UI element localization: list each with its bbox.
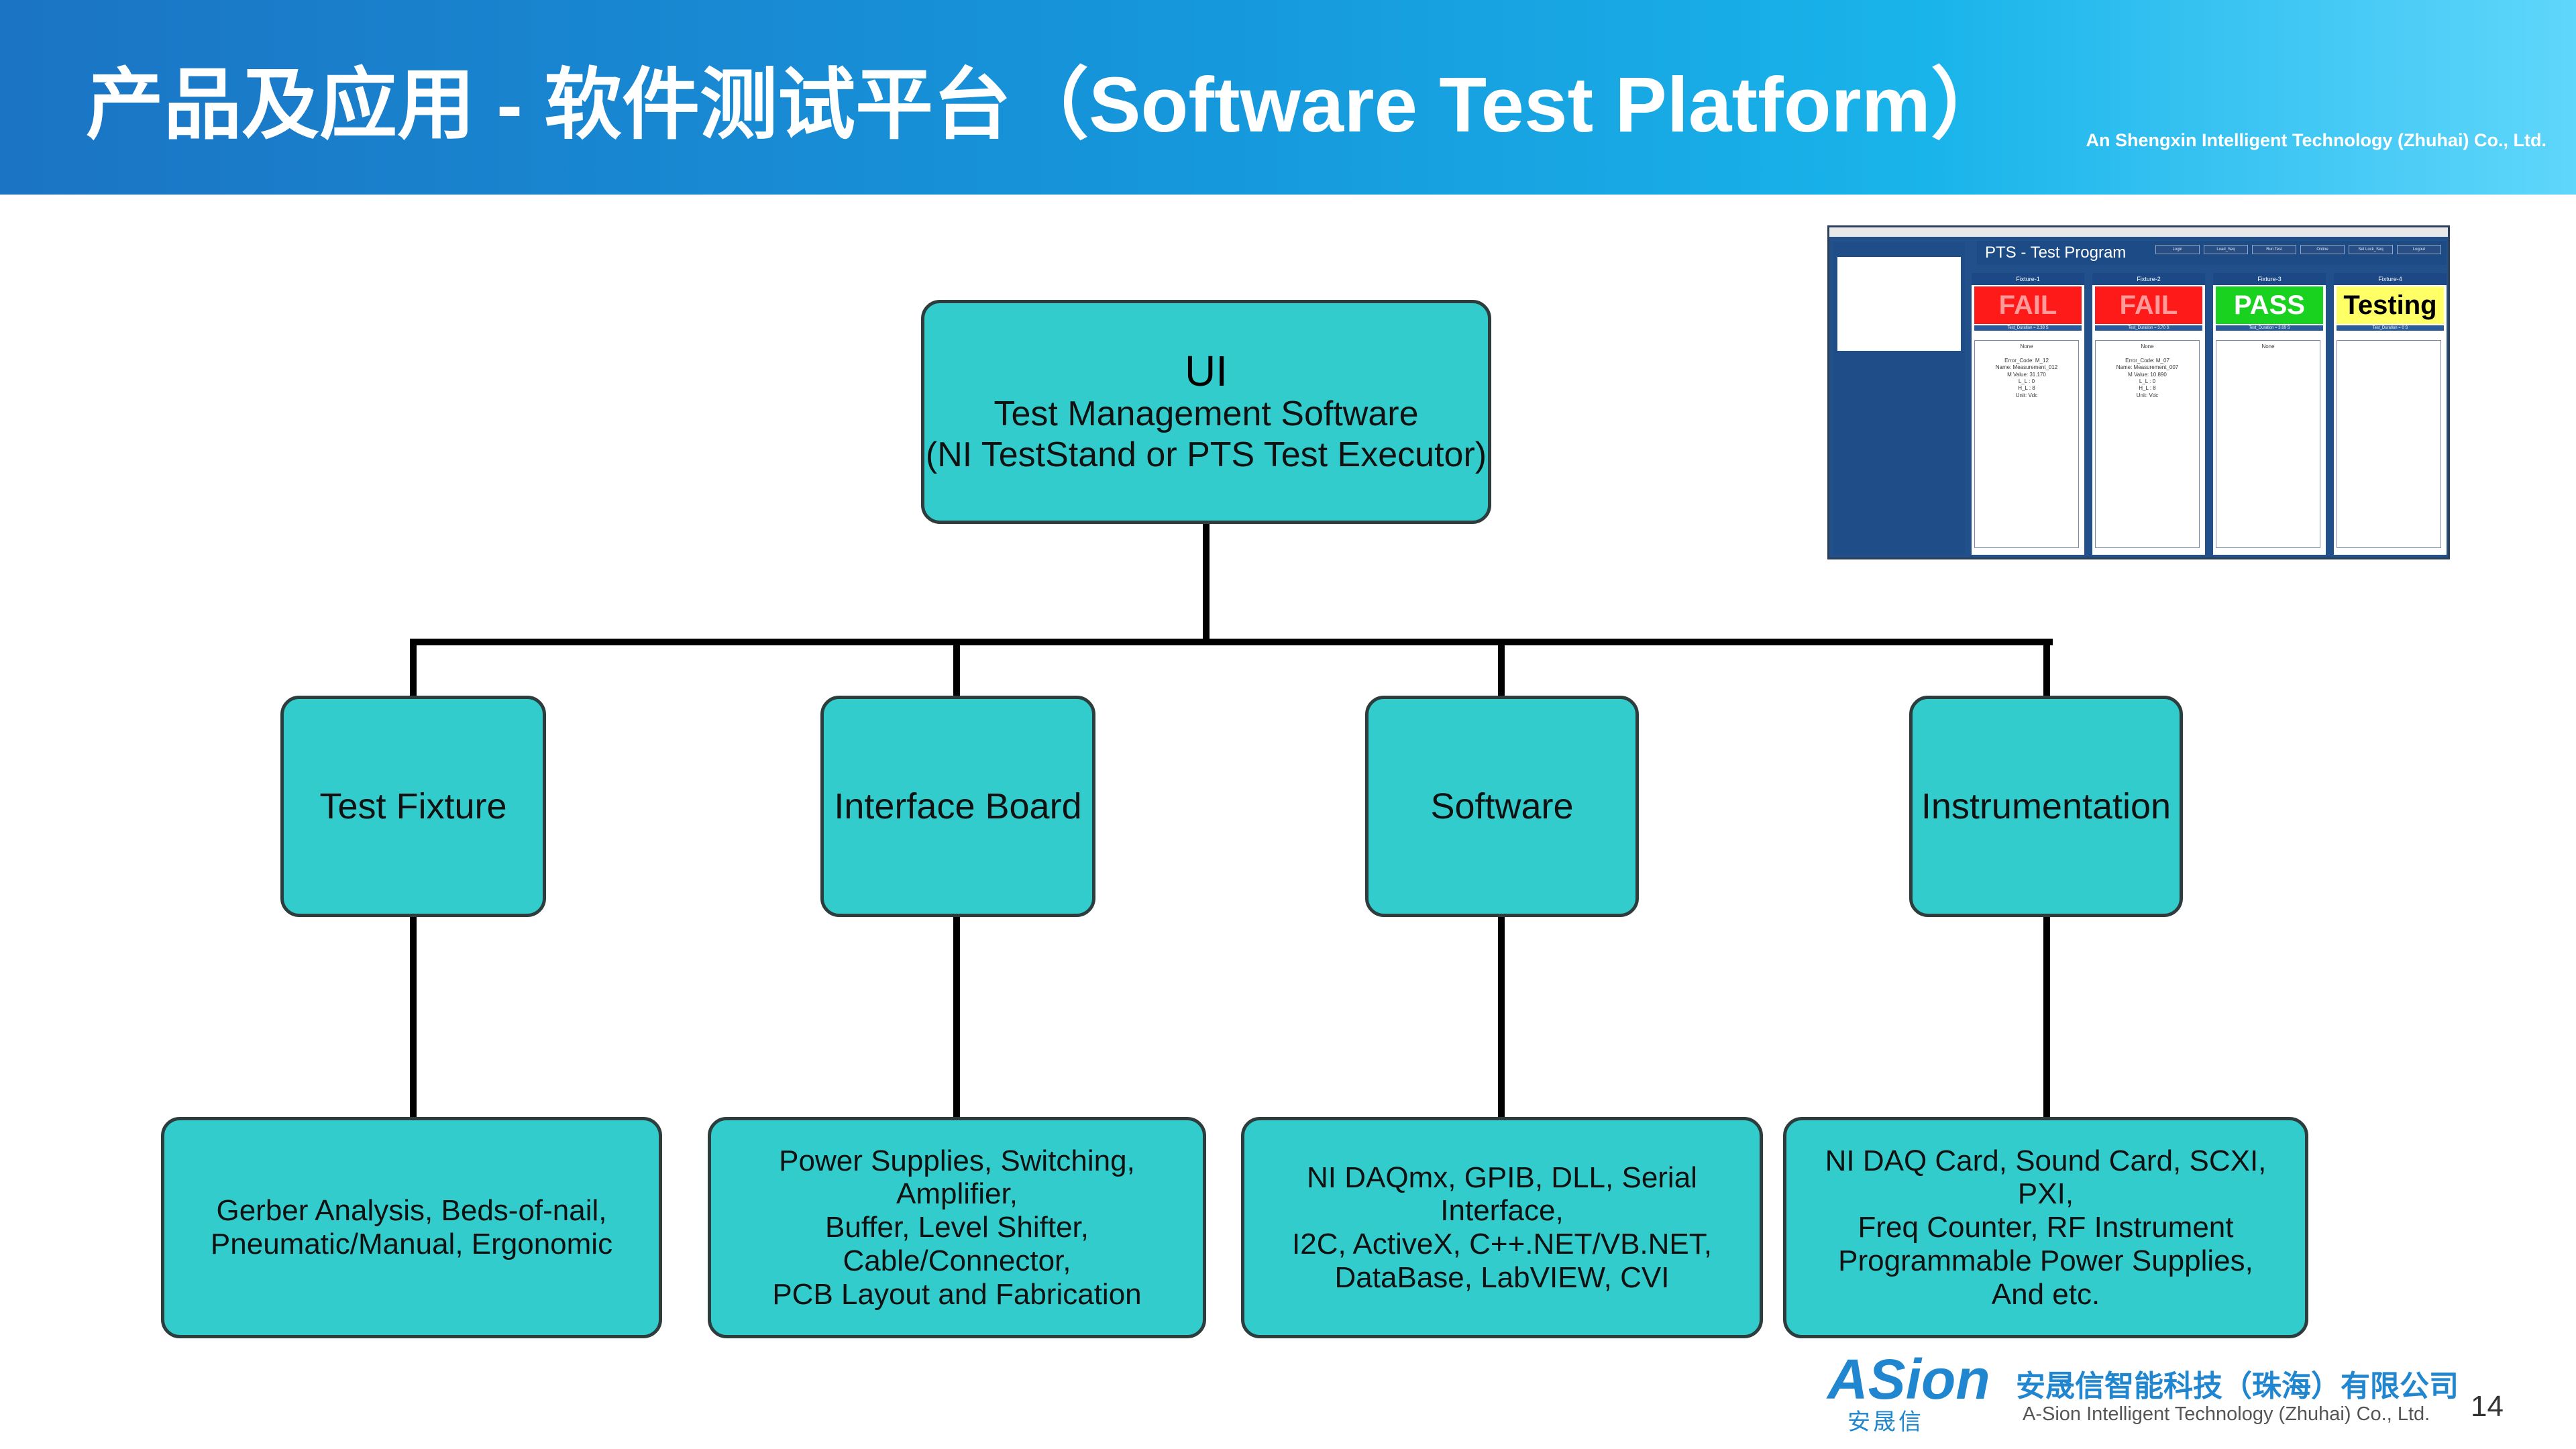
node-interface-board: Interface Board bbox=[820, 696, 1095, 917]
screenshot-titlebar bbox=[1829, 227, 2448, 237]
fixture-4-name: Fixture-4 bbox=[2334, 273, 2447, 285]
leaf-test-fixture: Gerber Analysis, Beds-of-nail, Pneumatic… bbox=[161, 1117, 662, 1338]
fixture-1-log: None Error_Code: M_12 Name: Measurement_… bbox=[1974, 340, 2079, 548]
fixture-4-duration: Test_Duration = 0 S bbox=[2337, 325, 2444, 331]
page-title: 产品及应用 - 软件测试平台（Software Test Platform） bbox=[86, 61, 2008, 148]
fixture-2-status: FAIL bbox=[2095, 286, 2202, 324]
fixture-2-duration: Test_Duration = 3.70 S bbox=[2095, 325, 2202, 331]
fixture-3-duration: Test_Duration = 3.69 S bbox=[2216, 325, 2323, 331]
leaf-text: NI DAQ Card, Sound Card, SCXI, PXI, Freq… bbox=[1825, 1144, 2267, 1311]
screenshot-menu-logout: Logout bbox=[2397, 245, 2441, 254]
leaf-software: NI DAQmx, GPIB, DLL, Serial Interface, I… bbox=[1241, 1117, 1763, 1338]
screenshot-menu-bar: Login Load_Seq Run Test Online Set Lock_… bbox=[2155, 245, 2441, 254]
node-software: Software bbox=[1365, 696, 1639, 917]
fixture-1-name: Fixture-1 bbox=[1972, 273, 2084, 285]
page-number: 14 bbox=[2471, 1390, 2504, 1423]
screenshot-menu-load-seq: Load_Seq bbox=[2204, 245, 2248, 254]
connector-horizontal bbox=[410, 639, 2053, 645]
fixture-3-panel: Fixture-3 PASS Test_Duration = 3.69 S No… bbox=[2213, 273, 2326, 555]
connector-to-interface-board bbox=[953, 639, 960, 699]
leaf-text: Power Supplies, Switching, Amplifier, Bu… bbox=[772, 1144, 1142, 1311]
asion-logo-cn: 安晟信 bbox=[1847, 1409, 1924, 1435]
ui-root-node: UI Test Management Software (NI TestStan… bbox=[921, 300, 1491, 524]
connector-to-test-fixture bbox=[410, 639, 417, 699]
node-label: Software bbox=[1430, 786, 1574, 826]
fixture-3-log: None bbox=[2216, 340, 2320, 548]
fixture-4-status: Testing bbox=[2337, 286, 2444, 324]
fixture-1-status: FAIL bbox=[1974, 286, 2082, 324]
fixture-1-panel: Fixture-1 FAIL Test_Duration = 2.38 S No… bbox=[1972, 273, 2084, 555]
fixture-4-panel: Fixture-4 Testing Test_Duration = 0 S bbox=[2334, 273, 2447, 555]
screenshot-menu-online: Online bbox=[2300, 245, 2345, 254]
leaf-interface-board: Power Supplies, Switching, Amplifier, Bu… bbox=[708, 1117, 1206, 1338]
fixture-2-log: None Error_Code: M_07 Name: Measurement_… bbox=[2095, 340, 2200, 548]
asion-logo: ASion bbox=[1827, 1348, 1990, 1411]
connector-test-fixture-leaf bbox=[410, 916, 417, 1120]
root-node-line1: Test Management Software bbox=[994, 394, 1419, 434]
screenshot-menu-login: Login bbox=[2155, 245, 2200, 254]
connector-interface-board-leaf bbox=[953, 916, 960, 1120]
node-label: Test Fixture bbox=[319, 786, 507, 826]
company-name-cn: 安晟信智能科技（珠海）有限公司 bbox=[2016, 1370, 2459, 1403]
screenshot-menu-run-test: Run Test bbox=[2252, 245, 2296, 254]
screenshot-info-panel bbox=[1833, 242, 1965, 555]
fixture-1-duration: Test_Duration = 2.38 S bbox=[1974, 325, 2082, 331]
node-label: Instrumentation bbox=[1921, 786, 2171, 826]
fixture-3-status: PASS bbox=[2216, 286, 2323, 324]
company-name-en: A-Sion Intelligent Technology (Zhuhai) C… bbox=[2023, 1403, 2430, 1425]
fixture-3-name: Fixture-3 bbox=[2213, 273, 2326, 285]
header-banner: 产品及应用 - 软件测试平台（Software Test Platform） A… bbox=[0, 0, 2576, 195]
leaf-text: NI DAQmx, GPIB, DLL, Serial Interface, I… bbox=[1292, 1161, 1712, 1294]
connector-software-leaf bbox=[1498, 916, 1505, 1120]
root-node-line2: (NI TestStand or PTS Test Executor) bbox=[925, 435, 1487, 474]
screenshot-info-table bbox=[1837, 257, 1961, 351]
leaf-text: Gerber Analysis, Beds-of-nail, Pneumatic… bbox=[210, 1194, 613, 1260]
fixture-2-panel: Fixture-2 FAIL Test_Duration = 3.70 S No… bbox=[2092, 273, 2205, 555]
connector-instrumentation-leaf bbox=[2043, 916, 2050, 1120]
connector-to-instrumentation bbox=[2043, 639, 2050, 699]
root-node-title: UI bbox=[1185, 347, 1228, 396]
company-name-en-header: An Shengxin Intelligent Technology (Zhuh… bbox=[2086, 130, 2546, 150]
node-label: Interface Board bbox=[834, 786, 1082, 826]
node-instrumentation: Instrumentation bbox=[1909, 696, 2183, 917]
connector-to-software bbox=[1498, 639, 1505, 699]
node-test-fixture: Test Fixture bbox=[280, 696, 546, 917]
pts-screenshot: PTS - Test Program Login Load_Seq Run Te… bbox=[1827, 225, 2450, 559]
fixture-2-name: Fixture-2 bbox=[2092, 273, 2205, 285]
leaf-instrumentation: NI DAQ Card, Sound Card, SCXI, PXI, Freq… bbox=[1783, 1117, 2308, 1338]
fixture-4-log bbox=[2337, 340, 2441, 548]
connector-root-down bbox=[1203, 523, 1210, 645]
screenshot-menu-set-lock: Set Lock_Seq bbox=[2349, 245, 2393, 254]
